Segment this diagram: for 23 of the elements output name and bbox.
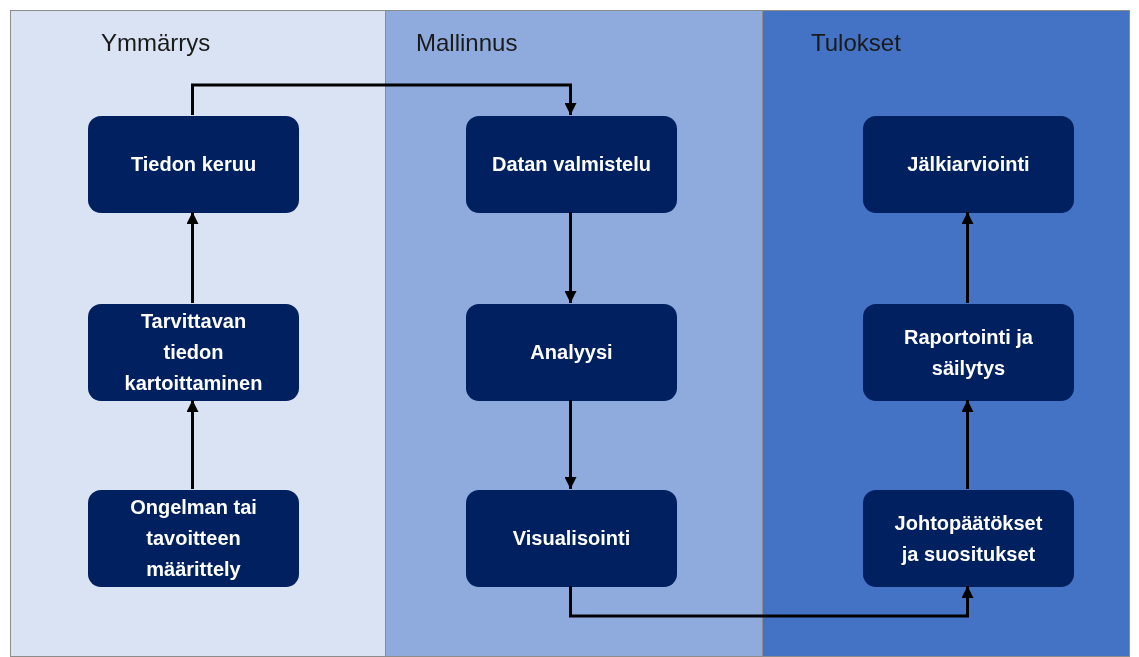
arrow: [569, 586, 974, 618]
process-box: Raportointi ja säilytys: [863, 304, 1074, 401]
process-box: Analyysi: [466, 304, 677, 401]
process-box: Tiedon keruu: [88, 116, 299, 213]
process-box: Datan valmistelu: [466, 116, 677, 213]
arrow: [961, 212, 974, 303]
phase-heading: Ymmärrys: [101, 29, 211, 57]
process-box: Johtopäätökset ja suositukset: [863, 490, 1074, 587]
arrow: [191, 83, 577, 115]
phase-heading: Tulokset: [811, 29, 901, 57]
arrow: [186, 212, 199, 303]
arrow: [564, 400, 577, 489]
arrow: [564, 212, 577, 303]
arrow: [961, 400, 974, 489]
phase-band: [762, 10, 1130, 657]
process-box: Jälkiarviointi: [863, 116, 1074, 213]
process-box: Visualisointi: [466, 490, 677, 587]
process-box: Tarvittavan tiedon kartoittaminen: [88, 304, 299, 401]
arrow: [186, 400, 199, 489]
phase-band: [10, 10, 386, 657]
process-box: Ongelman tai tavoitteen määrittely: [88, 490, 299, 587]
phase-heading: Mallinnus: [416, 29, 518, 57]
phase-band: [385, 10, 763, 657]
